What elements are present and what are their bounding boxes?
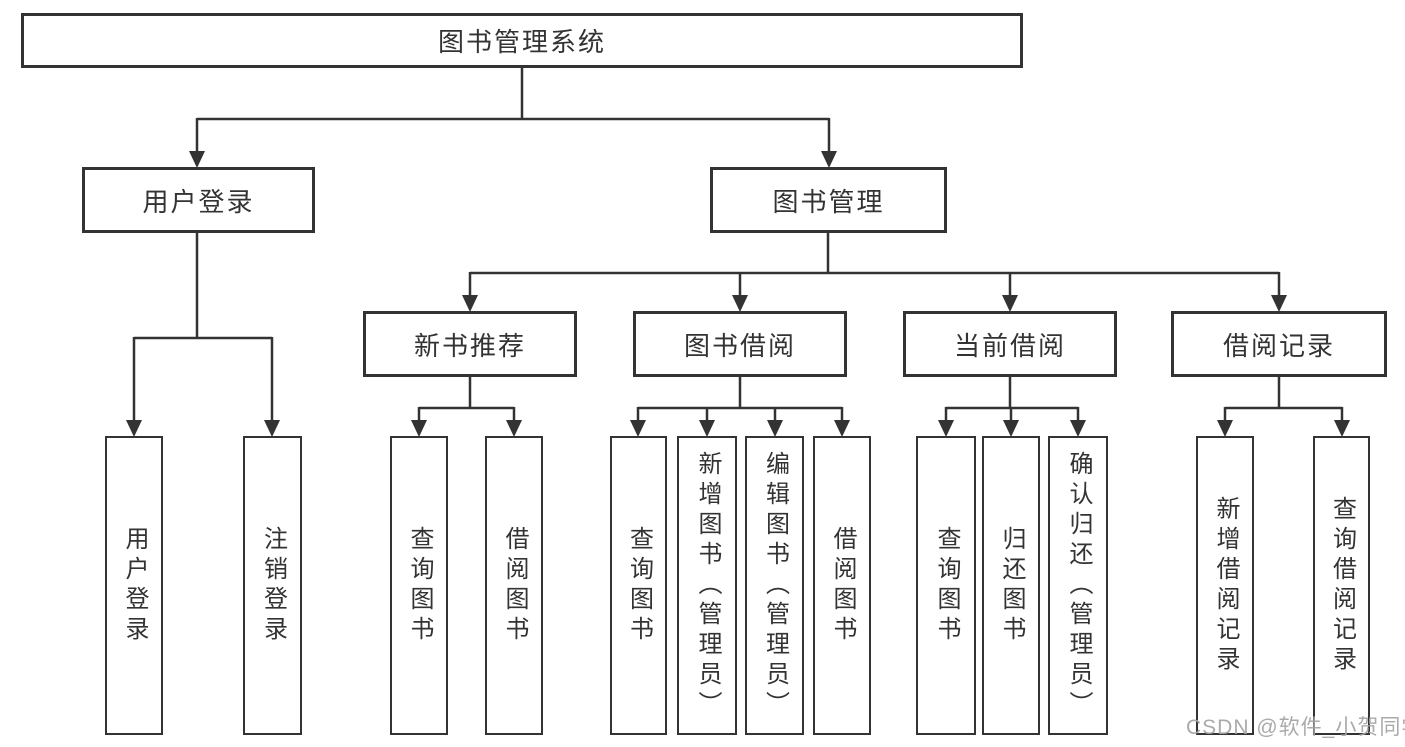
- arrowhead: [732, 295, 748, 312]
- arrowhead: [126, 420, 142, 437]
- node-label: 用户登录: [142, 186, 255, 217]
- arrowhead: [411, 420, 427, 437]
- leaf-records-add-record: 新增借阅记录: [1196, 436, 1254, 735]
- node-borrowing-records: 借阅记录: [1171, 311, 1387, 377]
- connector-user-login-to-leaves: [132, 232, 274, 422]
- node-book-management: 图书管理: [710, 167, 947, 233]
- leaf-label: 借阅图书: [829, 525, 856, 646]
- leaf-label: 确认归还（管理员）: [1065, 450, 1092, 721]
- arrowhead: [189, 151, 205, 168]
- csdn-watermark: CSDN @软件_小贺同学: [1186, 716, 1405, 739]
- arrowhead: [630, 420, 646, 437]
- leaf-label: 查询图书: [625, 525, 653, 646]
- connector-current-borrow-to-leaves: [944, 376, 1080, 422]
- node-user-login: 用户登录: [82, 167, 315, 233]
- leaf-label: 借阅图书: [501, 525, 528, 646]
- leaf-borrowing-edit-books-admin: 编辑图书（管理员）: [745, 436, 804, 735]
- connector-book-mgmt-to-level3: [468, 232, 1281, 297]
- node-label: 新书推荐: [413, 330, 526, 361]
- node-label: 图书管理系统: [437, 27, 606, 57]
- arrowhead: [1002, 295, 1018, 312]
- leaf-borrowing-add-books-admin: 新增图书（管理员）: [677, 436, 737, 735]
- node-label: 图书借阅: [683, 330, 796, 361]
- arrowhead: [1217, 420, 1233, 437]
- leaf-label: 用户登录: [121, 525, 148, 646]
- node-book-borrowing: 图书借阅: [633, 311, 847, 377]
- leaf-label: 新增借阅记录: [1212, 495, 1239, 676]
- leaf-logout: 注销登录: [243, 436, 302, 735]
- leaf-label: 注销登录: [259, 525, 287, 646]
- arrowhead: [1003, 420, 1019, 437]
- connector-root-to-level2: [195, 68, 831, 153]
- node-current-borrowing: 当前借阅: [903, 311, 1117, 377]
- leaf-current-query-books: 查询图书: [916, 436, 976, 735]
- arrowhead: [1334, 420, 1350, 437]
- arrowhead: [834, 420, 850, 437]
- leaf-current-confirm-return-admin: 确认归还（管理员）: [1048, 436, 1108, 735]
- node-label: 借阅记录: [1222, 330, 1335, 361]
- arrowhead: [506, 420, 522, 437]
- arrowhead: [1271, 295, 1287, 312]
- leaf-borrowing-query-books: 查询图书: [610, 436, 667, 735]
- arrowhead: [699, 420, 715, 437]
- connector-borrow-records-to-leaves: [1223, 376, 1344, 422]
- leaf-label: 新增图书（管理员）: [694, 450, 721, 721]
- leaf-records-query-record: 查询借阅记录: [1313, 436, 1370, 735]
- leaf-user-login: 用户登录: [105, 436, 163, 735]
- leaf-label: 查询图书: [406, 525, 433, 646]
- arrowhead: [938, 420, 954, 437]
- arrowhead: [462, 295, 478, 312]
- node-new-book-recommend: 新书推荐: [363, 311, 577, 377]
- node-label: 当前借阅: [953, 330, 1066, 361]
- leaf-current-return-books: 归还图书: [982, 436, 1040, 735]
- leaf-label: 查询图书: [933, 525, 960, 646]
- leaf-newbooks-query-books: 查询图书: [390, 436, 448, 735]
- arrowhead: [264, 420, 280, 437]
- leaf-label: 归还图书: [998, 525, 1025, 646]
- leaf-label: 编辑图书（管理员）: [761, 450, 789, 721]
- node-label: 图书管理: [772, 186, 885, 217]
- arrowhead: [821, 151, 837, 168]
- node-root-library-system: 图书管理系统: [21, 13, 1023, 68]
- leaf-newbooks-borrow-books: 借阅图书: [485, 436, 543, 735]
- leaf-borrowing-borrow-books: 借阅图书: [813, 436, 871, 735]
- leaf-label: 查询借阅记录: [1328, 495, 1356, 676]
- arrowhead: [1070, 420, 1086, 437]
- connector-book-borrow-to-leaves: [636, 376, 844, 422]
- arrowhead: [767, 420, 783, 437]
- connector-new-books-to-leaves: [417, 376, 516, 422]
